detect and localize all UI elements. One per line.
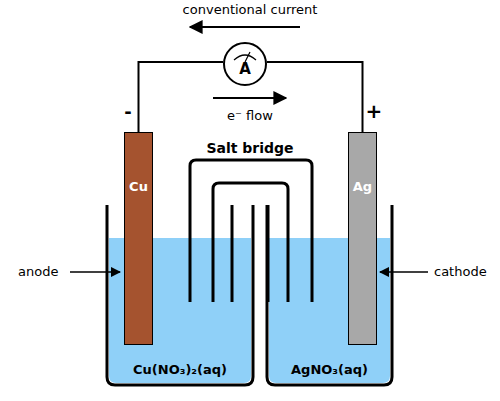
circuit-wire [267,62,363,132]
circuit-wire [139,62,224,132]
current-label: conventional current [183,2,318,17]
silver-electrode: Ag [348,132,377,345]
polarity-sign: + [366,99,383,123]
ammeter-circle: A [223,42,267,86]
electrode-label: anode [18,264,58,279]
electron-flow-label: e⁻ flow [227,108,273,123]
salt-bridge [232,205,268,302]
leader-arrow [70,271,120,273]
node-text: Cu [129,179,148,194]
salt-bridge-label: Salt bridge [206,140,293,156]
leader-arrow [380,271,428,273]
current-arrow [190,26,300,28]
solution-label-box: AgNO₃(aq) [269,356,390,382]
node-text: Ag [353,179,372,194]
polarity-sign: - [124,101,131,122]
node-text: Cu(NO₃)₂(aq) [133,362,227,377]
salt-bridge [190,160,312,302]
electrode-label: cathode [434,264,487,279]
electron-arrow [213,97,286,99]
solution-label-box: Cu(NO₃)₂(aq) [109,356,251,382]
node-text: AgNO₃(aq) [291,362,368,377]
node-text: A [239,60,251,78]
salt-bridge [213,183,288,302]
copper-electrode: Cu [124,132,153,345]
